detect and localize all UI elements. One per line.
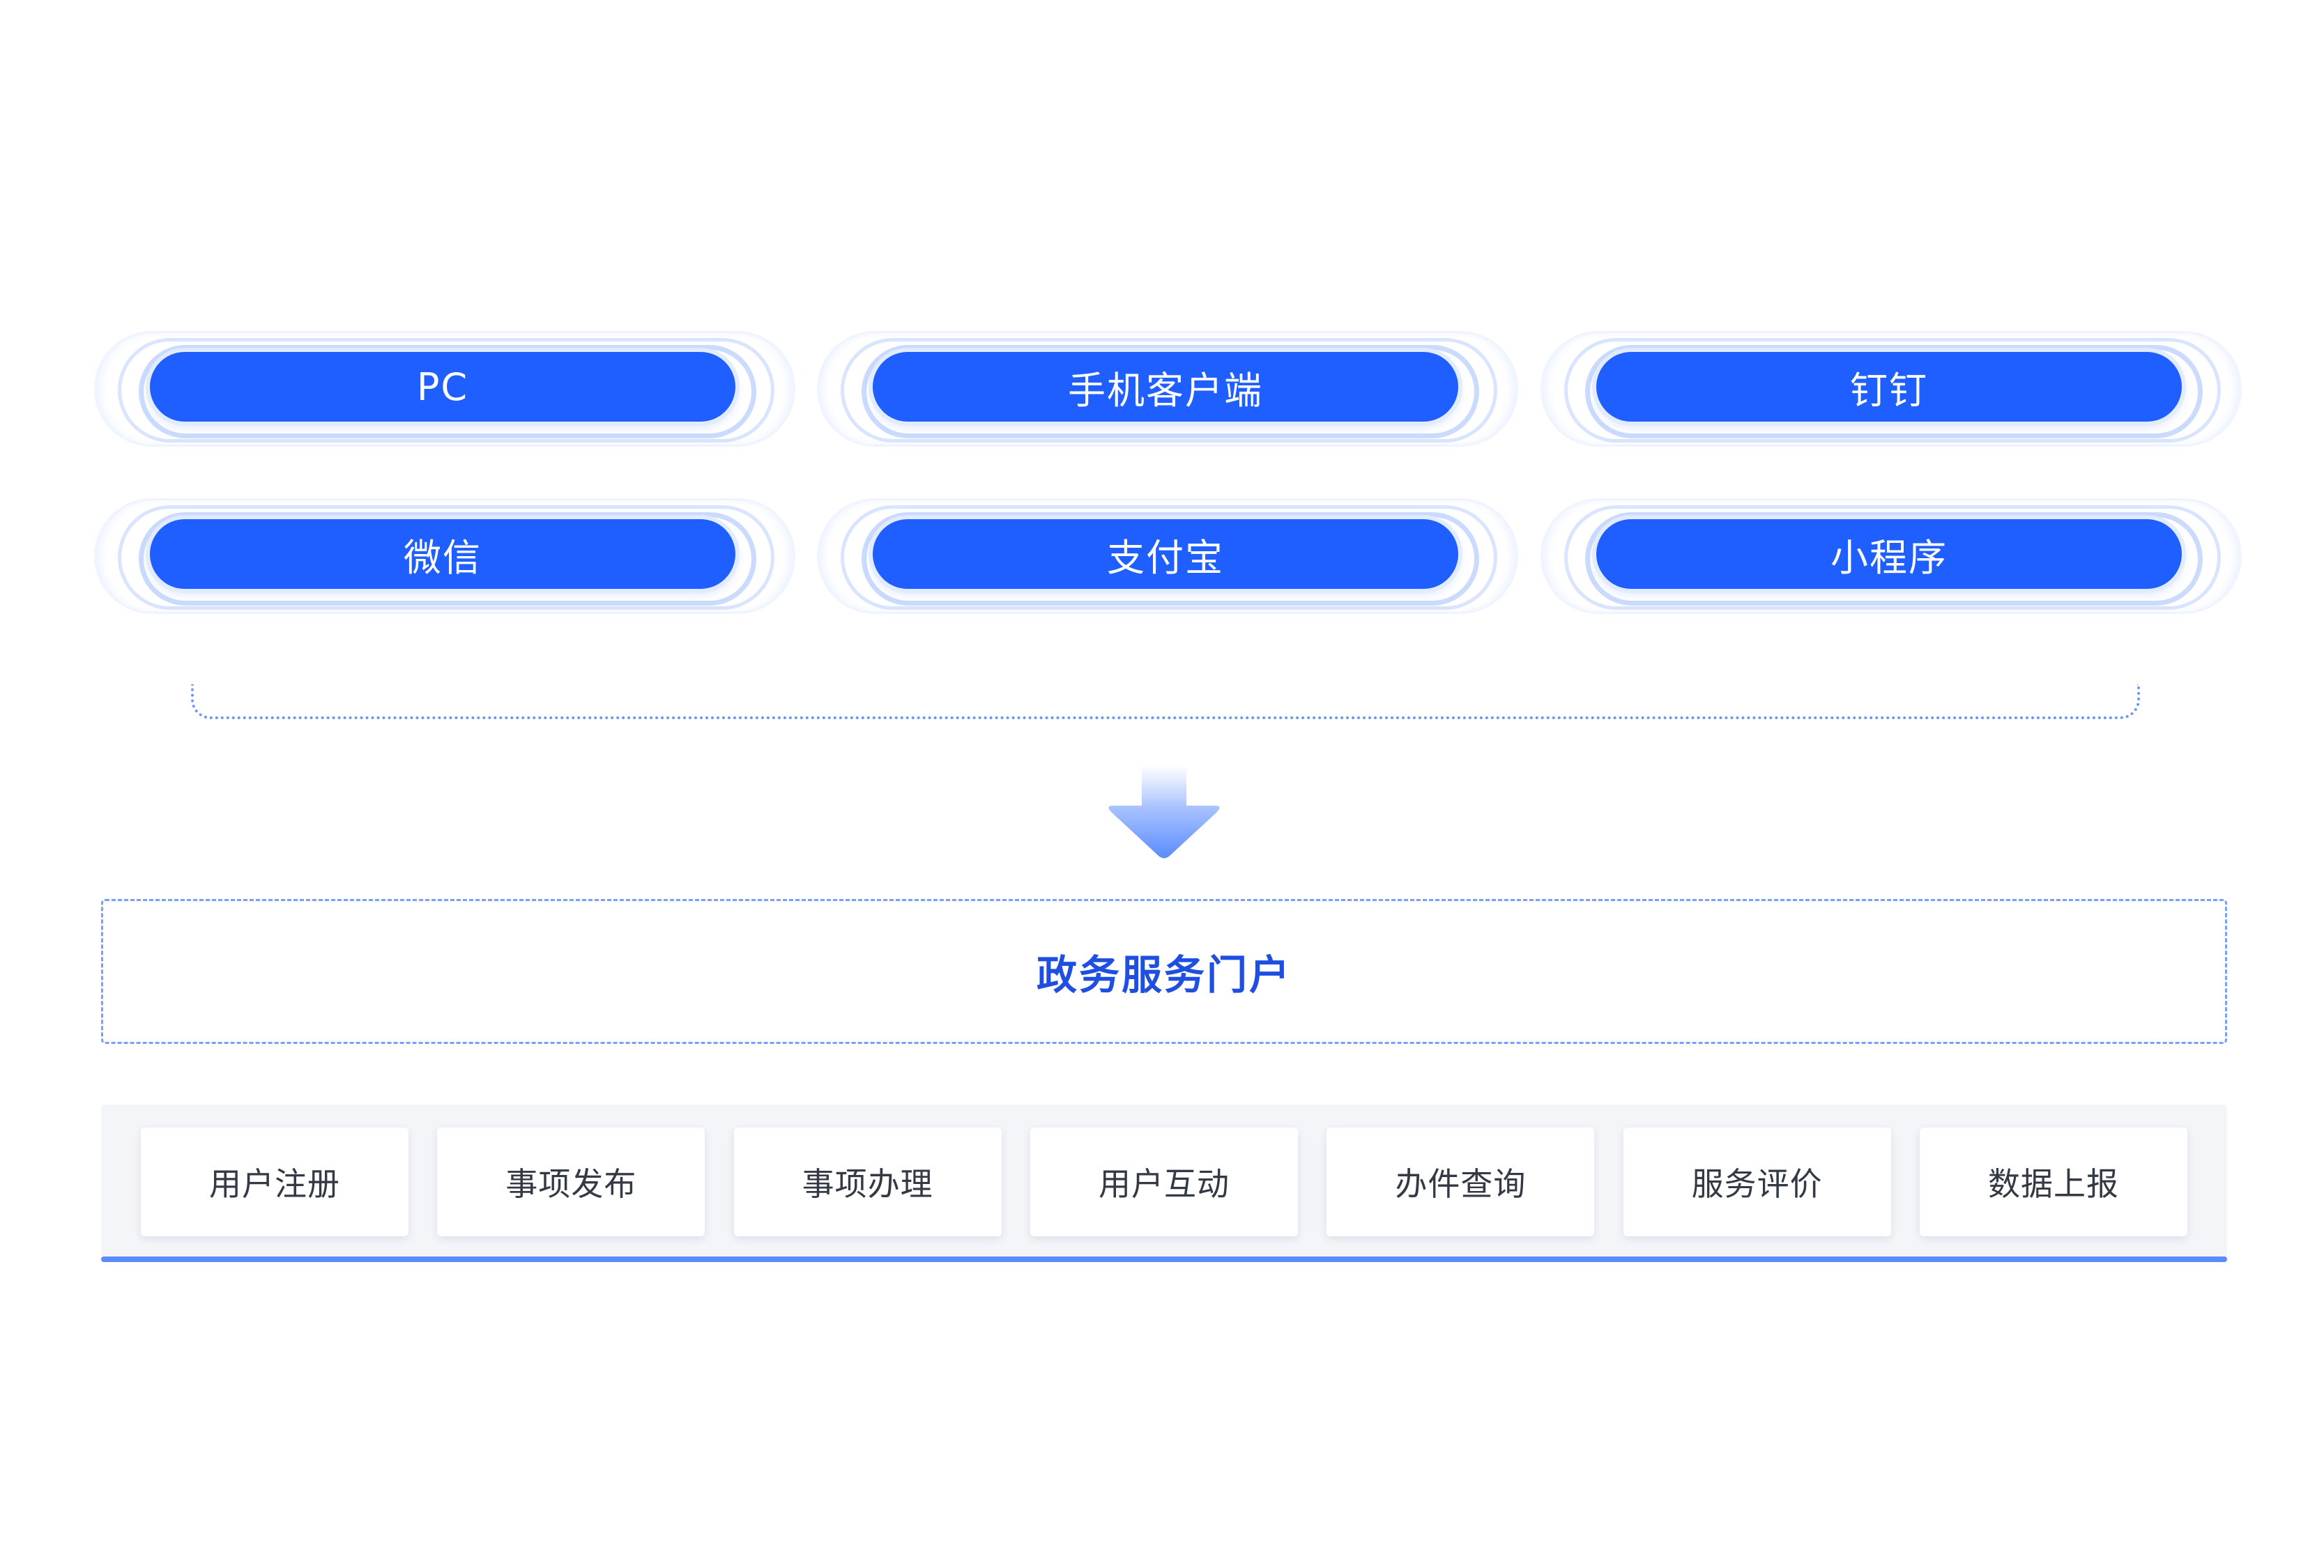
- channel-label: 小程序: [1830, 535, 1948, 580]
- panel-accent-line: [101, 1256, 2227, 1262]
- channel-label: 微信: [404, 535, 482, 580]
- channel-dingtalk-group: 钉钉: [1541, 317, 2242, 456]
- channel-pill-dingtalk[interactable]: 钉钉: [1596, 352, 2182, 422]
- channel-pill-wechat[interactable]: 微信: [150, 519, 735, 589]
- function-card-data-report[interactable]: 数据上报: [1919, 1128, 2187, 1236]
- function-list: 用户注册 事项发布 事项办理 用户互动 办件查询 服务评价 数据上报: [141, 1128, 2187, 1236]
- channel-label: 钉钉: [1850, 368, 1928, 413]
- function-card-service-rating[interactable]: 服务评价: [1623, 1128, 1891, 1236]
- function-label: 事项发布: [505, 1165, 637, 1203]
- channel-pill-alipay[interactable]: 支付宝: [873, 519, 1458, 589]
- channel-pc-group: PC: [94, 317, 795, 456]
- arrow-down-icon: [1108, 765, 1220, 859]
- channel-miniprogram-group: 小程序: [1541, 484, 2242, 624]
- function-label: 用户互动: [1098, 1165, 1230, 1203]
- function-card-item-handle[interactable]: 事项办理: [733, 1128, 1002, 1236]
- channel-group-bracket: [191, 684, 2140, 719]
- channel-pill-pc[interactable]: PC: [150, 352, 735, 422]
- gov-service-portal-box: 政务服务门户: [101, 899, 2227, 1044]
- channel-label: 支付宝: [1107, 535, 1224, 580]
- function-card-user-register[interactable]: 用户注册: [141, 1128, 408, 1236]
- portal-title: 政务服务门户: [1036, 951, 1292, 999]
- channel-alipay-group: 支付宝: [817, 484, 1518, 624]
- channel-pill-miniprogram[interactable]: 小程序: [1596, 519, 2182, 589]
- channel-wechat-group: 微信: [94, 484, 795, 624]
- channel-label: PC: [416, 364, 469, 409]
- channel-mobile-group: 手机客户端: [817, 317, 1518, 456]
- function-card-item-publish[interactable]: 事项发布: [437, 1128, 705, 1236]
- channel-label: 手机客户端: [1068, 368, 1263, 413]
- function-label: 用户注册: [209, 1165, 340, 1203]
- function-label: 事项办理: [802, 1165, 933, 1203]
- function-label: 服务评价: [1691, 1165, 1823, 1203]
- function-label: 办件查询: [1395, 1165, 1527, 1203]
- function-card-user-interaction[interactable]: 用户互动: [1030, 1128, 1298, 1236]
- channel-pill-mobile-client[interactable]: 手机客户端: [873, 352, 1458, 422]
- function-card-case-query[interactable]: 办件查询: [1327, 1128, 1595, 1236]
- function-label: 数据上报: [1987, 1165, 2119, 1203]
